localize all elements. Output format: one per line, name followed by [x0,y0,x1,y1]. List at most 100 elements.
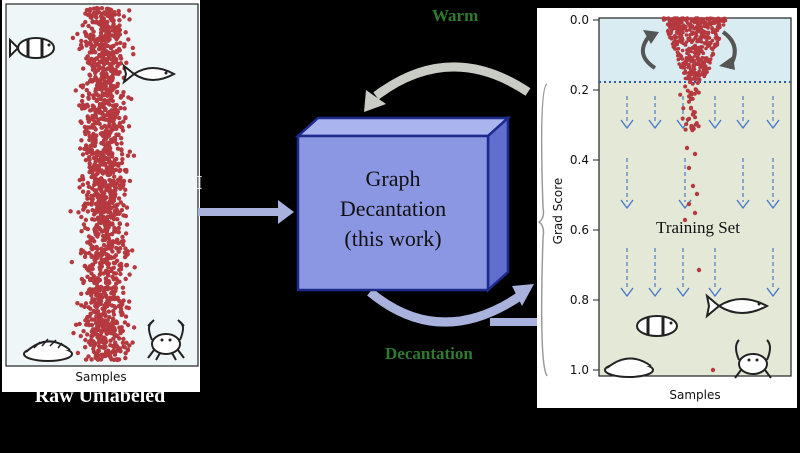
sample-dot [119,152,125,157]
sample-dot [98,298,104,304]
sample-dot [111,309,116,314]
sample-dot [96,117,101,122]
y-tick-label: 0.6 [570,223,589,237]
sample-dot [89,317,95,322]
sample-dot [93,127,98,132]
sample-dot [667,33,671,37]
sample-dot [104,31,109,36]
sample-dot [672,40,676,44]
sample-dot [94,163,99,169]
sample-dot [119,93,124,99]
sample-dot [85,315,90,320]
sample-dot [112,10,117,15]
sample-dot [95,67,101,73]
sample-dot [99,27,104,32]
sample-dot [91,349,97,355]
sample-dot [96,340,102,345]
sample-dot [116,196,122,201]
sample-dot [105,231,110,237]
sample-dot [118,61,124,66]
sample-dot [115,146,121,151]
sample-dot [110,65,115,71]
sample-dot [675,50,680,55]
sample-dot [93,280,98,286]
sample-dot [109,84,114,90]
sample-dot [688,22,693,27]
sample-dot [75,301,80,306]
box-line-3: (this work) [344,226,442,251]
down-arrow-head [736,199,750,210]
sample-dot [127,299,132,304]
sample-dot [106,160,112,165]
sample-dot [91,308,97,314]
sample-dot [684,122,689,127]
sample-dot [93,109,98,115]
sample-dot [130,340,135,345]
sample-dot [94,332,100,337]
sample-dot [97,266,103,271]
sample-dot [105,287,110,292]
sample-dot [116,12,122,17]
sample-dot [119,325,124,330]
sample-dot [118,179,124,184]
sample-dot [103,136,109,141]
sample-dot [110,316,116,321]
sample-dot [98,30,104,35]
sample-dot [83,103,89,108]
grad-score-plot: 0.00.20.40.60.81.0 [537,13,792,379]
sample-dot [103,84,109,89]
sample-dot [109,297,114,302]
sample-dot [123,246,128,251]
sample-dot [79,229,84,234]
sample-dot [84,87,90,93]
sample-dot [112,211,117,216]
sample-dot [99,6,105,11]
sample-dot [98,169,104,174]
sample-dot [117,221,122,226]
sample-dot [107,280,112,285]
sample-dot [130,45,135,51]
sample-dot [73,322,79,327]
down-arrow-head [708,287,722,298]
sample-dot [89,42,94,47]
sample-dot [119,239,125,244]
sample-dot [693,51,697,55]
sample-dot [80,182,86,187]
sample-dot [118,54,123,59]
sample-dot [89,300,94,305]
sample-dot [92,37,97,42]
sample-dot [687,76,691,81]
sample-dot [112,344,117,349]
sample-dot [114,90,120,95]
sample-dot [114,207,120,212]
sample-dot [707,66,712,71]
sample-dot [115,83,120,89]
sample-dot [99,87,104,92]
sample-dot [99,71,104,77]
sample-dot [99,246,104,251]
y-tick-label: 0.8 [570,293,589,307]
sample-dot [89,333,95,338]
sample-dot [92,217,97,222]
sample-dot [108,350,113,356]
sample-dot [681,30,685,35]
sample-dot [97,20,103,25]
sample-dot [105,214,111,219]
sample-dot [102,228,107,233]
sample-dot [125,348,130,353]
sample-dot [721,16,726,21]
sample-dot [715,43,720,47]
sample-dot [121,119,126,124]
right-dot-cloud [661,16,728,373]
sample-dot [123,231,129,236]
sample-dot [102,199,107,205]
sample-dot [81,280,86,286]
sample-dot [89,337,94,342]
sample-dot [709,46,714,51]
sample-dot [76,210,81,215]
sample-dot [91,212,97,217]
sample-dot [676,31,680,36]
sample-dot [103,42,108,47]
sample-dot [668,25,672,30]
sample-dot [706,58,710,62]
